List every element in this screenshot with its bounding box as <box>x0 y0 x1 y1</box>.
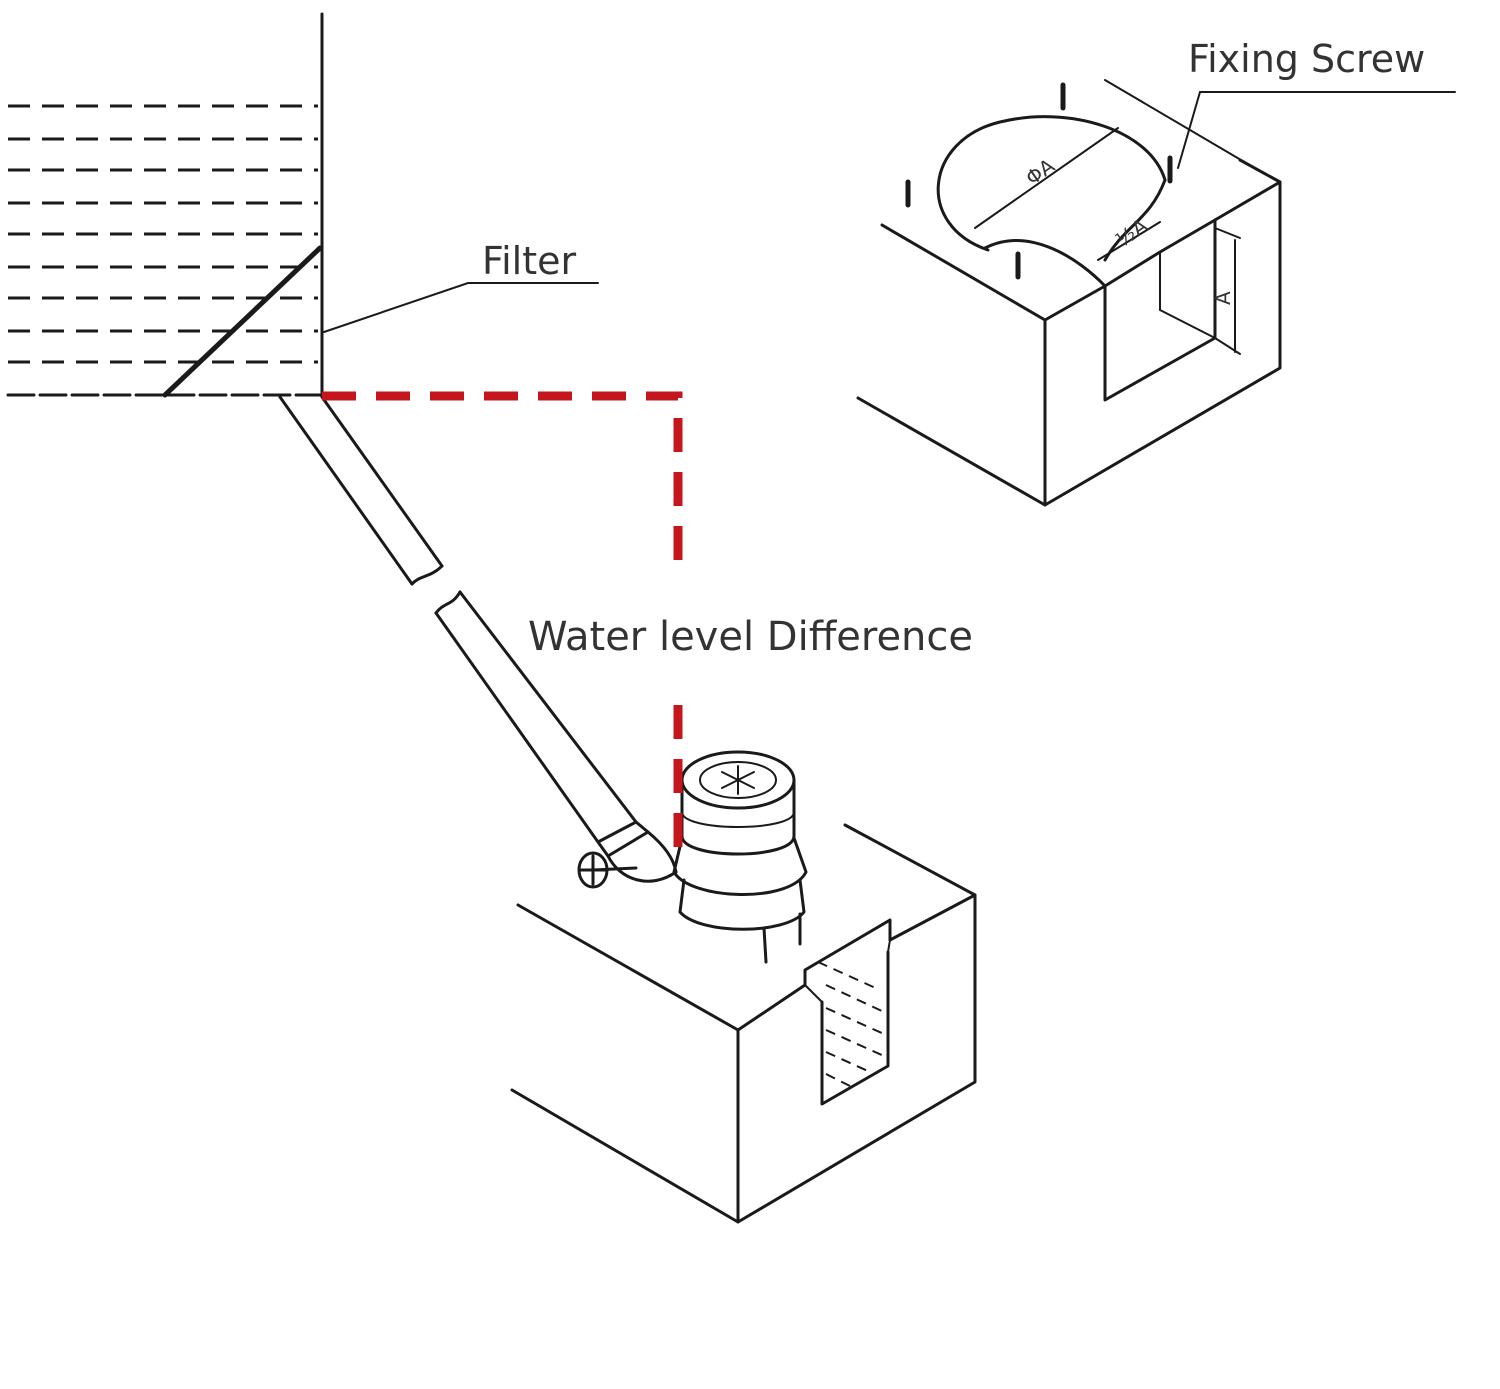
dim-height-label: A <box>1211 291 1235 305</box>
filter-leader-line <box>323 282 599 333</box>
filter-screen <box>162 245 323 398</box>
turbine-cap-vents <box>721 765 755 795</box>
pipe-flange <box>596 820 650 858</box>
upper-reservoir <box>6 12 324 398</box>
reservoir-water-lines <box>8 104 318 364</box>
fixing-screw-leader-line <box>1177 91 1456 169</box>
draft-tube-left <box>762 926 768 964</box>
fixing-screw-label: Fixing Screw <box>1188 37 1425 81</box>
dim-half-label: ½A <box>1111 213 1152 252</box>
detail-round-opening <box>936 115 1167 252</box>
water-level-dash-upper <box>322 391 683 580</box>
detail-block-outline <box>856 158 1282 507</box>
turbine-housing <box>672 836 808 896</box>
penstock-pipe <box>278 395 678 883</box>
dim-line-diameter <box>974 127 1119 229</box>
pipe-break-bottom <box>434 590 462 615</box>
water-level-difference-indicator: Water level Difference <box>322 391 973 860</box>
dim-diameter-label: ΦA <box>1021 153 1059 190</box>
installation-detail: ΦA ½A A Fixing Screw <box>856 37 1456 507</box>
filter-callout: Filter <box>323 239 599 333</box>
tailwater-lines <box>817 961 885 1087</box>
pipe-break-top <box>410 564 444 586</box>
water-level-difference-label: Water level Difference <box>528 614 973 660</box>
tank-outline <box>510 823 977 1224</box>
turbine-unit <box>672 750 808 964</box>
detail-channel-front <box>1103 180 1282 402</box>
tailwater-tank <box>510 823 977 1224</box>
dim-line-half <box>1097 221 1161 261</box>
valve-handwheel <box>577 851 638 889</box>
generator-body <box>680 780 796 856</box>
tank-channel <box>820 950 890 1106</box>
filter-label: Filter <box>482 239 576 283</box>
